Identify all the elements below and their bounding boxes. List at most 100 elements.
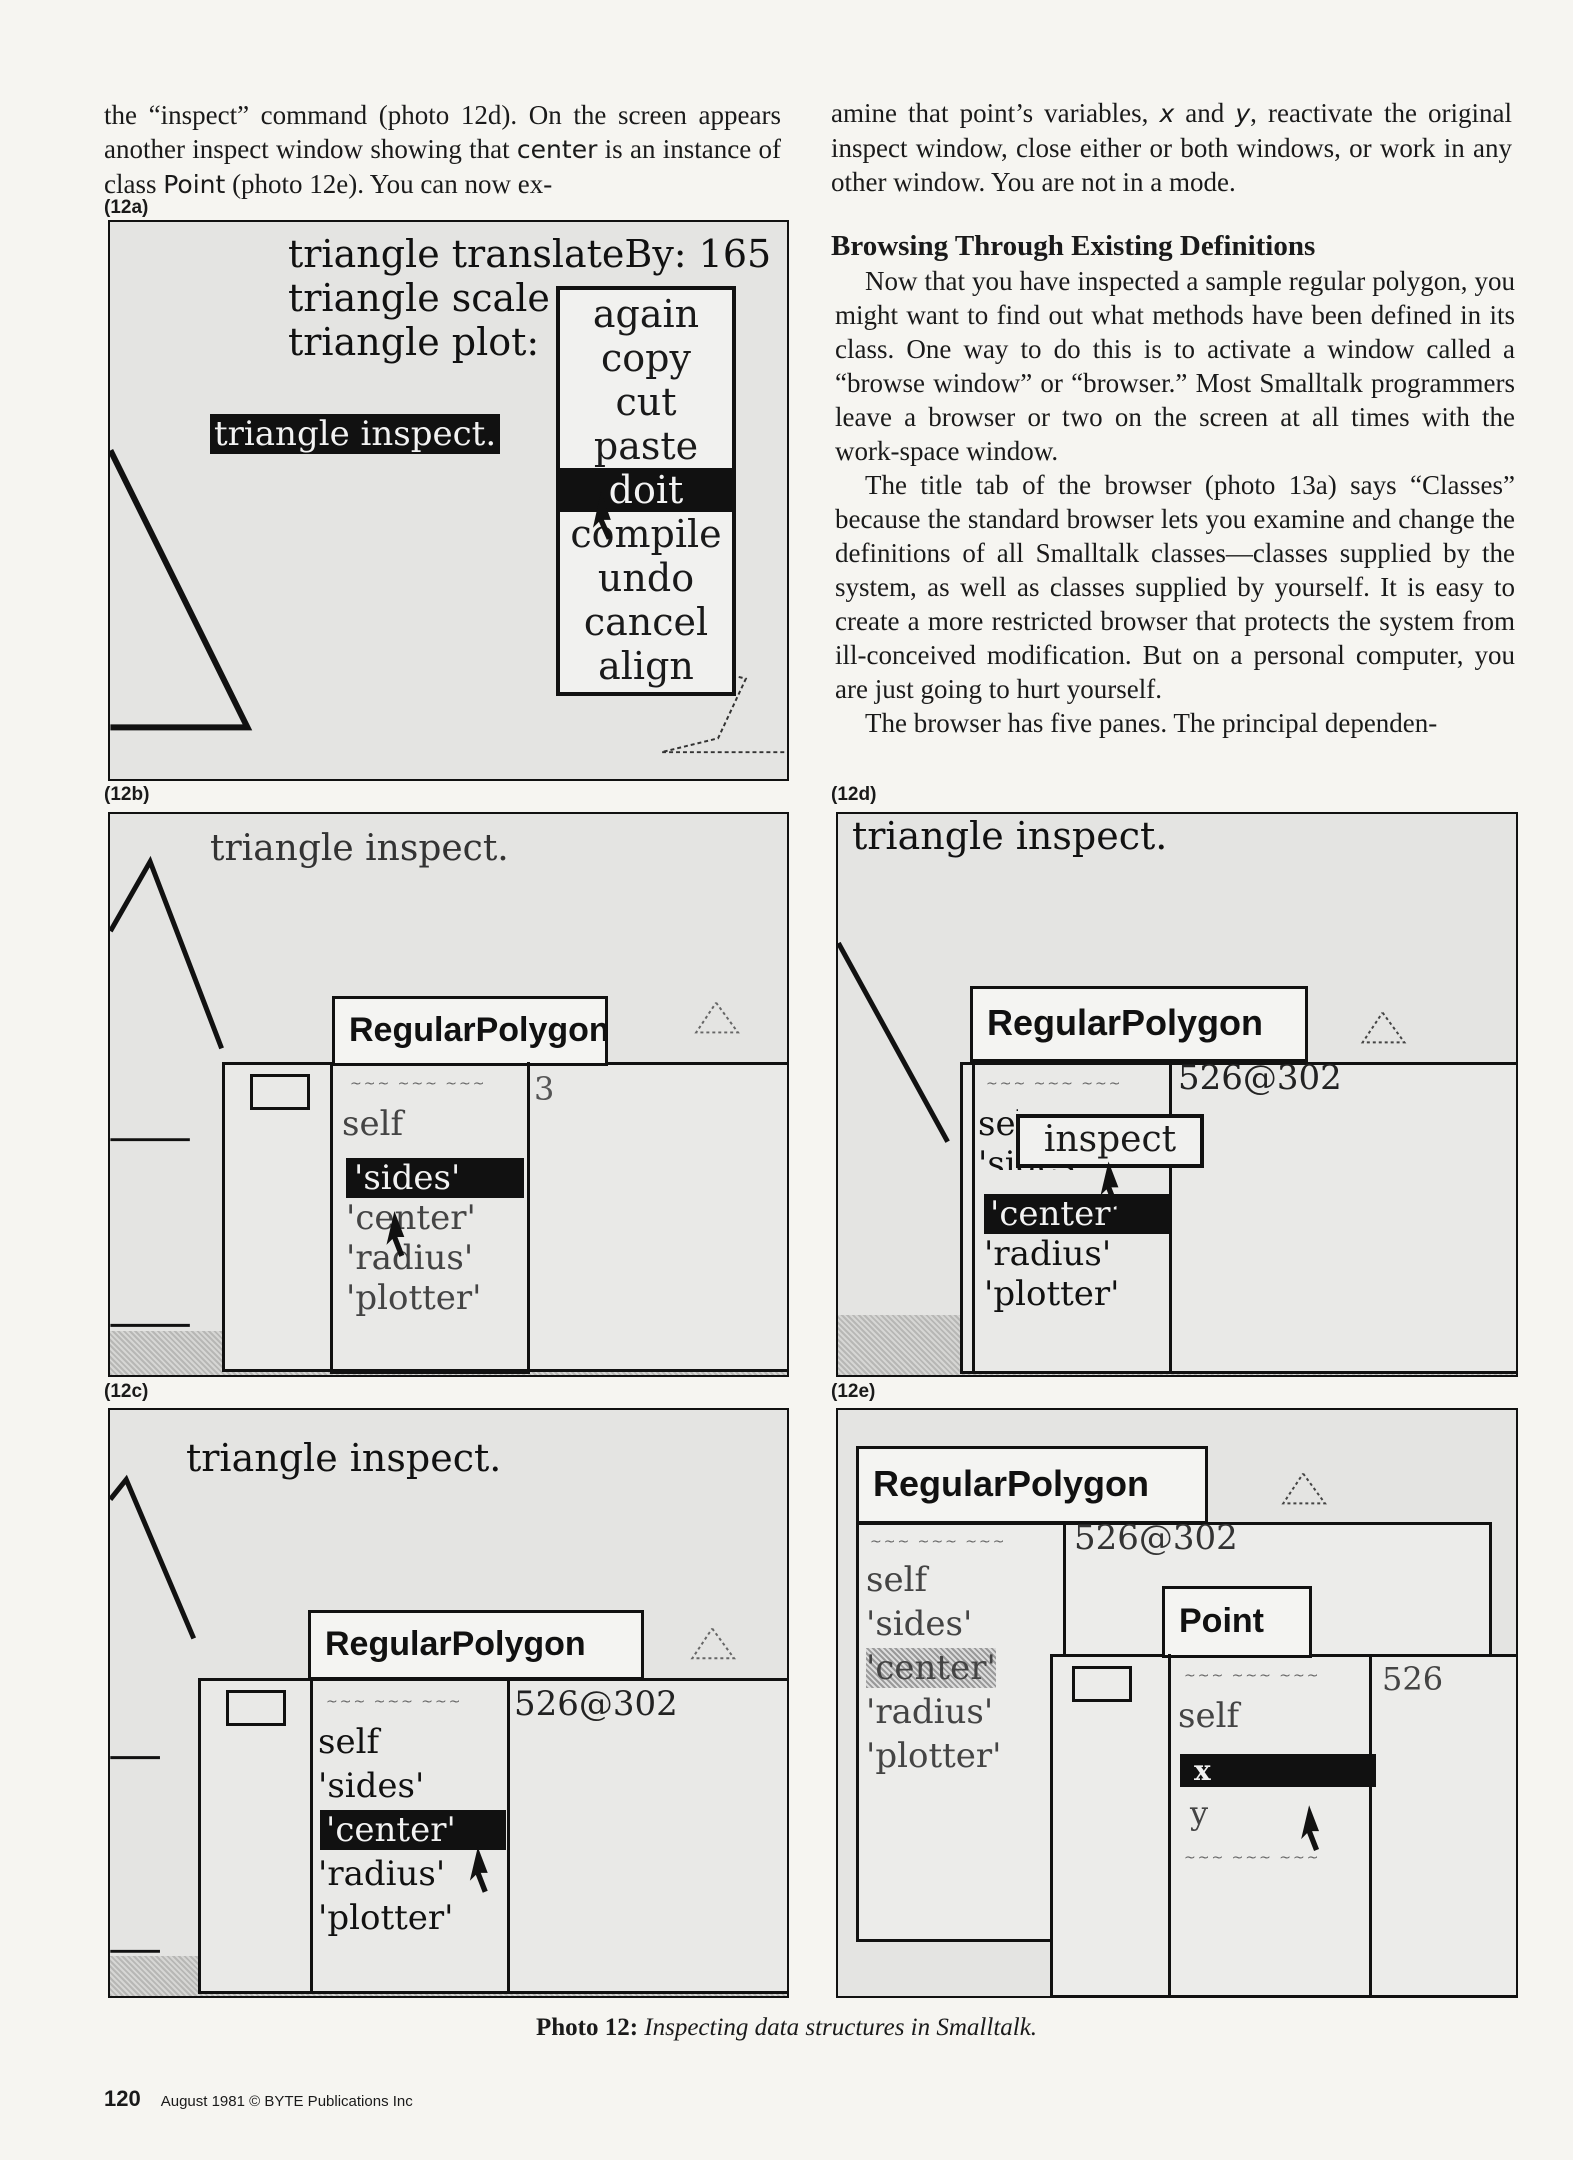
para4: The browser has five panes. The principa… xyxy=(865,708,1438,738)
var-item-self[interactable]: self xyxy=(342,1104,404,1144)
photo-12b: triangle inspect. RegularPolygon ~~~ ~~~… xyxy=(108,812,789,1377)
right-column-body: Now that you have inspected a sample reg… xyxy=(835,264,1515,740)
value-pane-text: 526@302 xyxy=(1178,1058,1342,1098)
window-title-tab[interactable]: RegularPolygon xyxy=(970,986,1308,1062)
scroll-marker: ~~~ ~~~ ~~~ ~~~ xyxy=(350,1076,487,1098)
var-item-radius[interactable]: 'radius' xyxy=(346,1238,474,1278)
menu-item-inspect[interactable]: inspect xyxy=(1043,1119,1177,1160)
value-pane-text: 526@302 xyxy=(514,1684,678,1724)
variable-list-pane xyxy=(330,1062,530,1374)
window-title-tab[interactable]: RegularPolygon xyxy=(332,996,610,1066)
var-item-sides[interactable]: 'sides' xyxy=(346,1158,524,1198)
var-item-center[interactable]: 'center' xyxy=(984,1194,1170,1234)
triangle-drawing xyxy=(110,855,740,1327)
var-item-plotter[interactable]: 'plotter' xyxy=(866,1736,1002,1776)
menu-item-doit[interactable]: doit xyxy=(560,468,732,512)
variable-list-pane xyxy=(310,1678,510,1994)
edit-menu: again copy cut paste doit compile undo c… xyxy=(556,286,736,696)
issue-info: August 1981 © BYTE Publications Inc xyxy=(160,2093,413,2110)
triangle-drawing xyxy=(838,941,1407,1143)
intro-text-b: is an instance of class xyxy=(104,134,781,199)
menu-item-paste[interactable]: paste xyxy=(593,424,699,468)
variable-list-pane xyxy=(972,1062,1172,1374)
point-inspector-window xyxy=(1050,1654,1516,1996)
left-column-intro: the “inspect” command (photo 12d). On th… xyxy=(104,98,781,202)
var-x: x xyxy=(1159,99,1175,128)
menu-item-undo[interactable]: undo xyxy=(597,556,695,600)
mouse-cursor-icon xyxy=(1301,1805,1320,1851)
code-line-2: triangle scale xyxy=(288,276,550,320)
window-title-tab[interactable]: RegularPolygon xyxy=(856,1446,1208,1524)
scroll-marker: ~~~ ~~~ ~~~ ~~~ xyxy=(326,1694,463,1716)
mouse-cursor-icon xyxy=(386,1211,405,1257)
photo-12a: triangle translateBy: 165 triangle scale… xyxy=(108,220,789,781)
var-item-self[interactable]: self xyxy=(866,1560,928,1600)
photo-label-12e: (12e) xyxy=(831,1381,876,1402)
figure-caption: Photo 12: Inspecting data structures in … xyxy=(0,2014,1573,2042)
var-item-self[interactable]: self xyxy=(978,1104,1018,1144)
selected-code-line[interactable]: triangle inspect. xyxy=(210,414,501,454)
point-var-x[interactable]: x xyxy=(1180,1754,1376,1787)
menu-item-copy[interactable]: copy xyxy=(601,336,691,380)
var-item-plotter[interactable]: 'plotter' xyxy=(346,1278,482,1318)
intro-text-c: (photo 12e). You can now ex- xyxy=(225,169,553,199)
var-item-plotter[interactable]: 'plotter' xyxy=(318,1898,454,1938)
mouse-cursor-icon xyxy=(1100,1161,1119,1208)
intro-paragraph: the “inspect” command (photo 12d). On th… xyxy=(104,98,781,202)
var-item-center[interactable]: 'center' xyxy=(866,1648,996,1688)
point-var-y[interactable]: y xyxy=(1190,1794,1209,1832)
command-text: triangle inspect. xyxy=(186,1436,502,1480)
menu-item-again[interactable]: again xyxy=(592,292,700,336)
mouse-cursor-icon xyxy=(592,492,612,540)
para3: The title tab of the browser (photo 13a)… xyxy=(835,470,1515,704)
scroll-marker: ~~~ ~~~ ~~~ ~~~ xyxy=(1184,1850,1321,1872)
point-var-self[interactable]: self xyxy=(1178,1696,1240,1736)
command-text: triangle inspect. xyxy=(210,828,509,869)
code-point: Point xyxy=(163,170,226,199)
caption-text: Inspecting data structures in Smalltalk. xyxy=(644,2014,1038,2041)
point-variable-list-pane xyxy=(1168,1654,1372,1996)
var-item-center[interactable]: 'center' xyxy=(346,1198,476,1238)
mouse-cursor-icon xyxy=(469,1847,488,1893)
var-item-sides[interactable]: 'sides' xyxy=(866,1604,973,1644)
para1-a: amine that point’s variables, xyxy=(831,98,1160,128)
triangle-drawing xyxy=(110,449,787,754)
photo-12e: RegularPolygon ~~~ ~~~ ~~~ ~~~ self 'sid… xyxy=(836,1408,1518,1998)
menu-item-align[interactable]: align xyxy=(598,644,694,688)
point-value-pane-text: 526 xyxy=(1382,1660,1444,1698)
var-y: y xyxy=(1235,99,1251,128)
menu-item-cut[interactable]: cut xyxy=(615,380,677,424)
section-heading: Browsing Through Existing Definitions xyxy=(831,230,1316,262)
var-item-self[interactable]: self xyxy=(318,1722,380,1762)
code-center: center xyxy=(516,135,598,164)
para1-and: and xyxy=(1174,98,1236,128)
close-box[interactable] xyxy=(250,1074,310,1110)
page-number: 120 xyxy=(104,2086,141,2111)
var-item-radius[interactable]: 'radius' xyxy=(866,1692,994,1732)
right-column-para1: amine that point’s variables, x and y, r… xyxy=(831,96,1512,199)
photo-label-12a: (12a) xyxy=(104,197,149,218)
var-item-sides[interactable]: 'sides' xyxy=(318,1766,425,1806)
photo-label-12c: (12c) xyxy=(104,1381,149,1402)
var-item-radius[interactable]: 'radius' xyxy=(318,1854,446,1894)
menu-item-cancel[interactable]: cancel xyxy=(583,600,709,644)
value-pane-text: 3 xyxy=(534,1070,555,1108)
close-box[interactable] xyxy=(226,1690,286,1726)
var-item-radius[interactable]: 'radius' xyxy=(984,1234,1112,1274)
point-window-title-tab[interactable]: Point xyxy=(1162,1586,1312,1658)
photo-label-12b: (12b) xyxy=(104,784,150,805)
value-pane-text: 526@302 xyxy=(1074,1518,1238,1558)
close-box[interactable] xyxy=(1072,1666,1132,1702)
triangle-drawing xyxy=(110,1474,737,1953)
intro-text-a: the “inspect” command (photo 12d). On th… xyxy=(104,100,781,164)
photo-12d: triangle inspect. RegularPolygon ~~~ ~~~… xyxy=(836,812,1518,1377)
caption-label: Photo 12: xyxy=(535,2014,639,2041)
photo-12c: triangle inspect. RegularPolygon ~~~ ~~~… xyxy=(108,1408,789,1998)
inspector-window xyxy=(222,1062,787,1372)
triangle-drawing xyxy=(1281,1472,1327,1505)
var-item-plotter[interactable]: 'plotter' xyxy=(984,1274,1120,1314)
inspect-popup-menu: inspect xyxy=(1016,1114,1204,1168)
var-item-center[interactable]: 'center' xyxy=(320,1810,506,1850)
photo-label-12d: (12d) xyxy=(831,784,877,805)
window-title-tab[interactable]: RegularPolygon xyxy=(308,1610,644,1680)
